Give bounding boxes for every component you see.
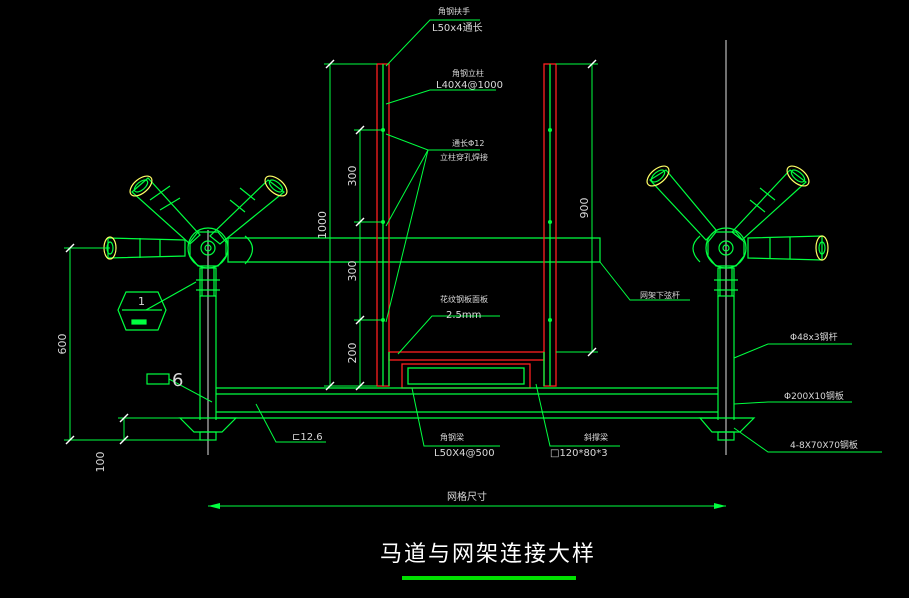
dim-200: 200: [346, 343, 359, 364]
tube-title: 斜撑梁: [584, 432, 608, 442]
plate-title: 花纹钢板面板: [440, 294, 488, 304]
rebar-title: 通长Φ12: [452, 138, 484, 148]
right-ball-joint: [646, 165, 829, 441]
post-spec: L40X4@1000: [436, 80, 503, 91]
handrail-spec: L50x4通长: [432, 22, 483, 34]
pipe-200-label: Φ200X10钢板: [784, 390, 844, 402]
drawing-title: 马道与网架连接大样: [380, 542, 596, 567]
dim-1000: 1000: [316, 211, 329, 239]
post-title: 角钢立柱: [452, 68, 484, 78]
pipe-48-label: Φ48x3钢杆: [790, 331, 838, 343]
tube-spec: □120*80*3: [550, 448, 608, 459]
leader-lines: [168, 19, 882, 453]
lower-beams: [146, 373, 718, 419]
angle-bottom-spec: L50X4@500: [434, 448, 495, 459]
grid-chord-label: 网架下弦杆: [640, 290, 680, 300]
angle-bottom-title: 角钢梁: [440, 432, 464, 442]
grid-size-label: 网格尺寸: [447, 490, 487, 503]
dimension-arrows: [208, 503, 726, 509]
walkway-posts: [376, 63, 557, 389]
bolt-plate-label: 4-8X70X70钢板: [790, 439, 858, 451]
reference-lines: [207, 40, 727, 455]
detail-mark-number: 1: [138, 295, 145, 308]
dimension-ticks: [65, 59, 597, 445]
dim-900: 900: [578, 198, 591, 219]
detail-mark: [117, 281, 197, 331]
dim-300-lower: 300: [346, 261, 359, 282]
dim-600: 600: [56, 334, 69, 355]
dim-300-upper: 300: [346, 166, 359, 187]
handrail-title: 角钢扶手: [438, 6, 470, 16]
dimension-lines: [64, 63, 726, 507]
left-ball-joint: [103, 175, 601, 441]
title-underline: [402, 576, 576, 580]
rebar-dots: [381, 128, 552, 322]
dim-100: 100: [94, 452, 107, 473]
section-tag: 6: [172, 370, 183, 391]
channel-label: ⊏12.6: [292, 432, 323, 443]
rebar-note: 立柱穿孔焊接: [440, 152, 488, 162]
plate-spec: 2.5mm: [446, 310, 481, 321]
